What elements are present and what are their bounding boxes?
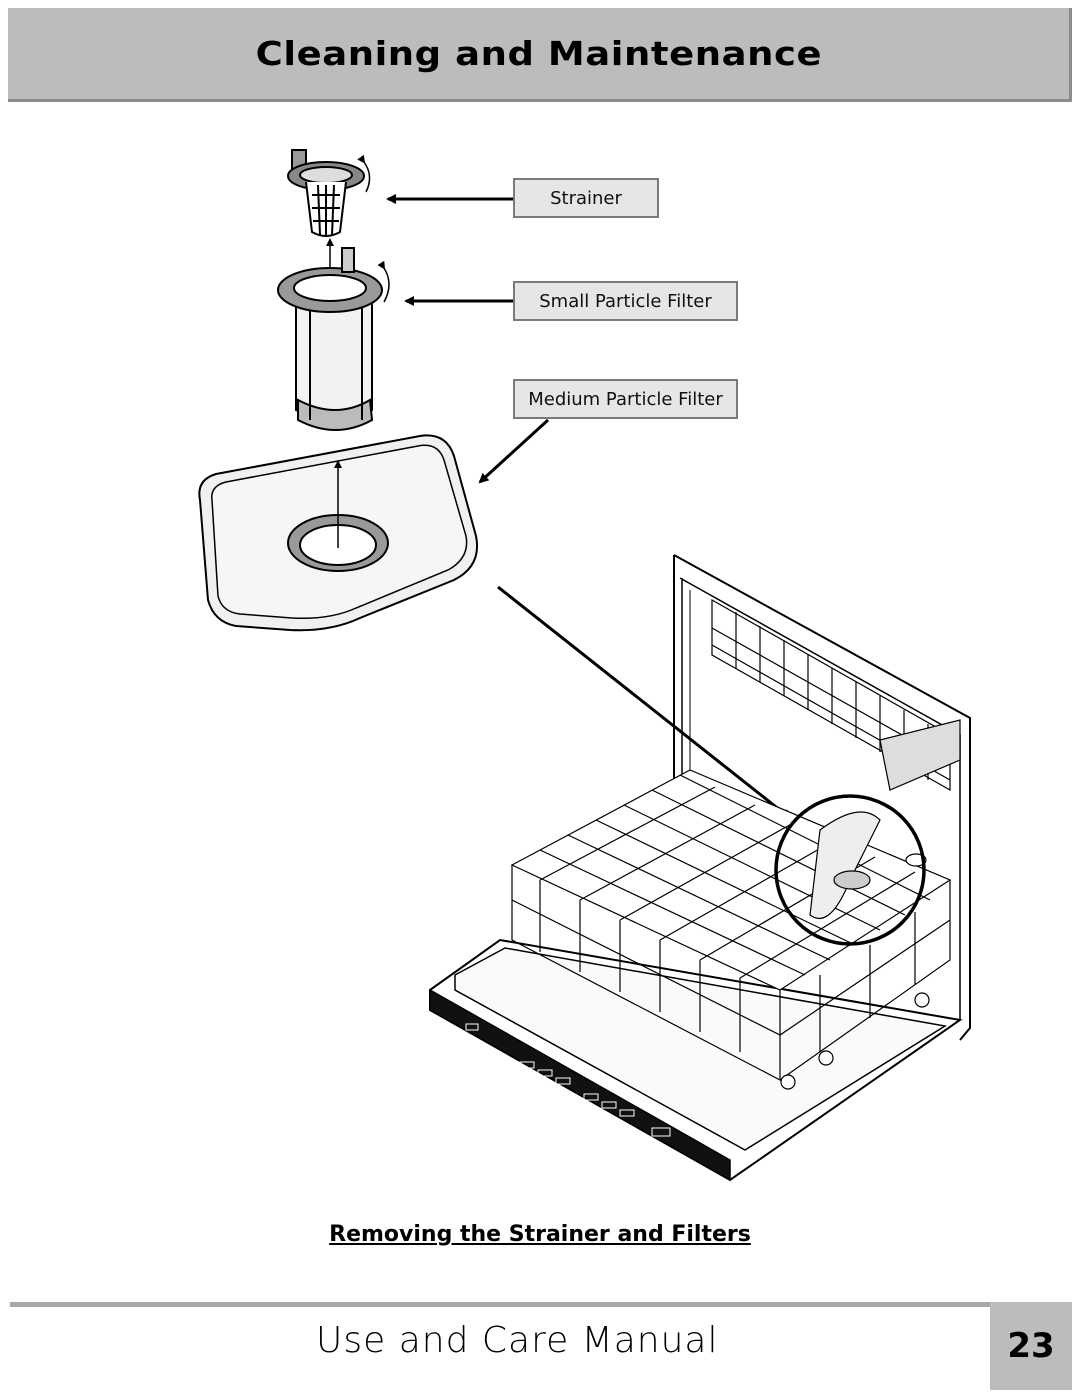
header-bar: Cleaning and Maintenance [8,8,1072,102]
filter-location-highlight [774,794,926,946]
footer-rule [10,1302,990,1307]
medium-filter-pointer-arrow [478,418,550,484]
small-particle-filter-label: Small Particle Filter [513,281,738,321]
medium-particle-filter-label: Medium Particle Filter [513,379,738,419]
figure-caption: Removing the Strainer and Filters [329,1222,751,1247]
footer-title: Use and Care Manual [316,1320,719,1361]
strainer-part [287,149,371,237]
page-number: 23 [1007,1326,1055,1366]
page-number-tab: 23 [990,1302,1072,1390]
dishwasher [429,554,971,1182]
small-particle-filter-part [277,247,390,431]
location-pointer-arrow [497,585,792,820]
page-title: Cleaning and Maintenance [255,34,822,73]
strainer-label: Strainer [513,178,659,218]
dishwasher-filter-illustration [198,149,971,1182]
